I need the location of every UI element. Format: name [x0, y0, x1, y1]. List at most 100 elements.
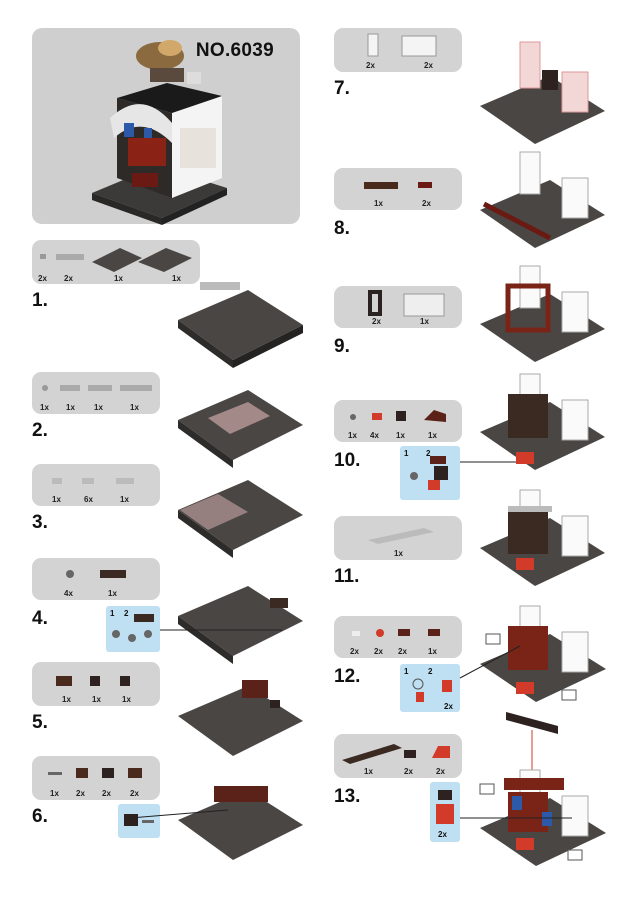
- part-icon: [410, 456, 448, 490]
- part-icon: [352, 629, 440, 637]
- part-icon: [368, 290, 445, 317]
- substep-quantity: 2x: [444, 702, 453, 711]
- part-qty: 2x: [422, 199, 431, 208]
- parts-panel-step-8: 1x 2x: [334, 168, 462, 210]
- parts-panel-step-6: 1x 2x 2x 2x: [32, 756, 160, 800]
- sub-assembly-callout: 1 2: [106, 606, 160, 652]
- part-qty: 1x: [396, 431, 405, 440]
- assembly-image-step-12: [459, 605, 606, 702]
- parts-panel-step-7: 2x 2x: [334, 28, 462, 72]
- assembly-image-step-1: [178, 282, 303, 368]
- part-icon: [412, 678, 452, 702]
- part-qty: 2x: [404, 767, 413, 776]
- parts-panel-step-12: 2x 2x 2x 1x: [334, 616, 462, 658]
- part-icon: [368, 528, 434, 544]
- part-qty: 2x: [436, 767, 445, 776]
- assembly-image-step-6: [129, 786, 303, 860]
- assembly-image-step-9: [480, 265, 605, 362]
- part-qty: 2x: [372, 317, 381, 326]
- part-icon: [40, 248, 192, 272]
- step-number: 5.: [32, 712, 48, 733]
- part-qty: 1x: [394, 549, 403, 558]
- part-icon: [436, 790, 454, 824]
- part-qty: 2x: [398, 647, 407, 656]
- step-number: 2.: [32, 420, 48, 441]
- substep-number: 1: [110, 609, 115, 618]
- substep-quantity: 2x: [438, 830, 447, 839]
- part-qty: 1x: [52, 495, 61, 504]
- part-qty: 2x: [424, 61, 433, 70]
- assembly-image-step-13: [460, 712, 606, 866]
- assembly-image-step-8: [480, 151, 605, 248]
- part-qty: 2x: [130, 789, 139, 798]
- step-number: 9.: [334, 336, 350, 357]
- parts-panel-step-13: 1x 2x 2x: [334, 734, 462, 778]
- step-number: 11.: [334, 566, 360, 587]
- part-icon: [66, 570, 126, 578]
- part-qty: 6x: [84, 495, 93, 504]
- assembly-image-step-11: [480, 489, 605, 586]
- substep-number: 2: [124, 609, 129, 618]
- parts-panel-step-9: 2x 1x: [334, 286, 462, 328]
- step-number: 8.: [334, 218, 350, 239]
- step-number: 12.: [334, 666, 361, 687]
- part-qty: 1x: [172, 274, 181, 283]
- step-number: 7.: [334, 78, 350, 99]
- part-qty: 4x: [64, 589, 73, 598]
- part-icon: [52, 478, 134, 484]
- part-icon: [112, 614, 154, 642]
- part-qty: 2x: [38, 274, 47, 283]
- part-qty: 1x: [40, 403, 49, 412]
- finished-model-image: [92, 40, 227, 225]
- parts-panel-step-2: 1x 1x 1x 1x: [32, 372, 160, 414]
- part-qty: 1x: [50, 789, 59, 798]
- part-icon: [56, 676, 130, 686]
- parts-panel-step-11: 1x: [334, 516, 462, 560]
- part-icon: [124, 814, 154, 826]
- parts-panel-step-5: 1x 1x 1x: [32, 662, 160, 706]
- step-number: 1.: [32, 290, 48, 311]
- part-qty: 1x: [374, 199, 383, 208]
- part-qty: 1x: [122, 695, 131, 704]
- part-qty: 1x: [130, 403, 139, 412]
- part-icon: [350, 410, 446, 422]
- substep-number: 2: [428, 667, 433, 676]
- part-qty: 4x: [370, 431, 379, 440]
- parts-panel-step-1: 2x 2x 1x 1x: [32, 240, 200, 284]
- sub-assembly-callout: 1 2 2x: [400, 664, 460, 712]
- part-qty: 1x: [364, 767, 373, 776]
- parts-panel-step-4: 4x 1x: [32, 558, 160, 600]
- part-icon: [367, 33, 437, 57]
- part-qty: 1x: [94, 403, 103, 412]
- part-qty: 1x: [62, 695, 71, 704]
- step-number: 10.: [334, 450, 361, 471]
- part-qty: 2x: [64, 274, 73, 283]
- part-icon: [42, 385, 152, 391]
- part-qty: 2x: [76, 789, 85, 798]
- assembly-image-step-3: [178, 480, 303, 558]
- assembly-image-step-2: [178, 390, 303, 468]
- part-qty: 1x: [428, 431, 437, 440]
- part-qty: 1x: [428, 647, 437, 656]
- step-number: 13.: [334, 786, 361, 807]
- part-qty: 2x: [350, 647, 359, 656]
- sub-assembly-callout: 2x: [430, 782, 460, 842]
- assembly-image-step-4: [160, 586, 303, 664]
- assembly-image-step-5: [178, 680, 303, 756]
- part-icon: [342, 744, 450, 764]
- part-qty: 1x: [108, 589, 117, 598]
- step-number: 3.: [32, 512, 48, 533]
- part-qty: 1x: [348, 431, 357, 440]
- sub-assembly-callout: [118, 804, 160, 838]
- substep-number: 1: [404, 667, 409, 676]
- part-qty: 1x: [120, 495, 129, 504]
- part-qty: 1x: [66, 403, 75, 412]
- parts-panel-step-10: 1x 4x 1x 1x: [334, 400, 462, 442]
- assembly-image-step-7: [480, 41, 605, 144]
- part-qty: 1x: [420, 317, 429, 326]
- sub-assembly-callout: 1 2: [400, 446, 460, 500]
- part-icon: [48, 768, 142, 778]
- model-number: NO.6039: [195, 40, 274, 61]
- part-qty: 1x: [92, 695, 101, 704]
- parts-panel-step-3: 1x 6x 1x: [32, 464, 160, 506]
